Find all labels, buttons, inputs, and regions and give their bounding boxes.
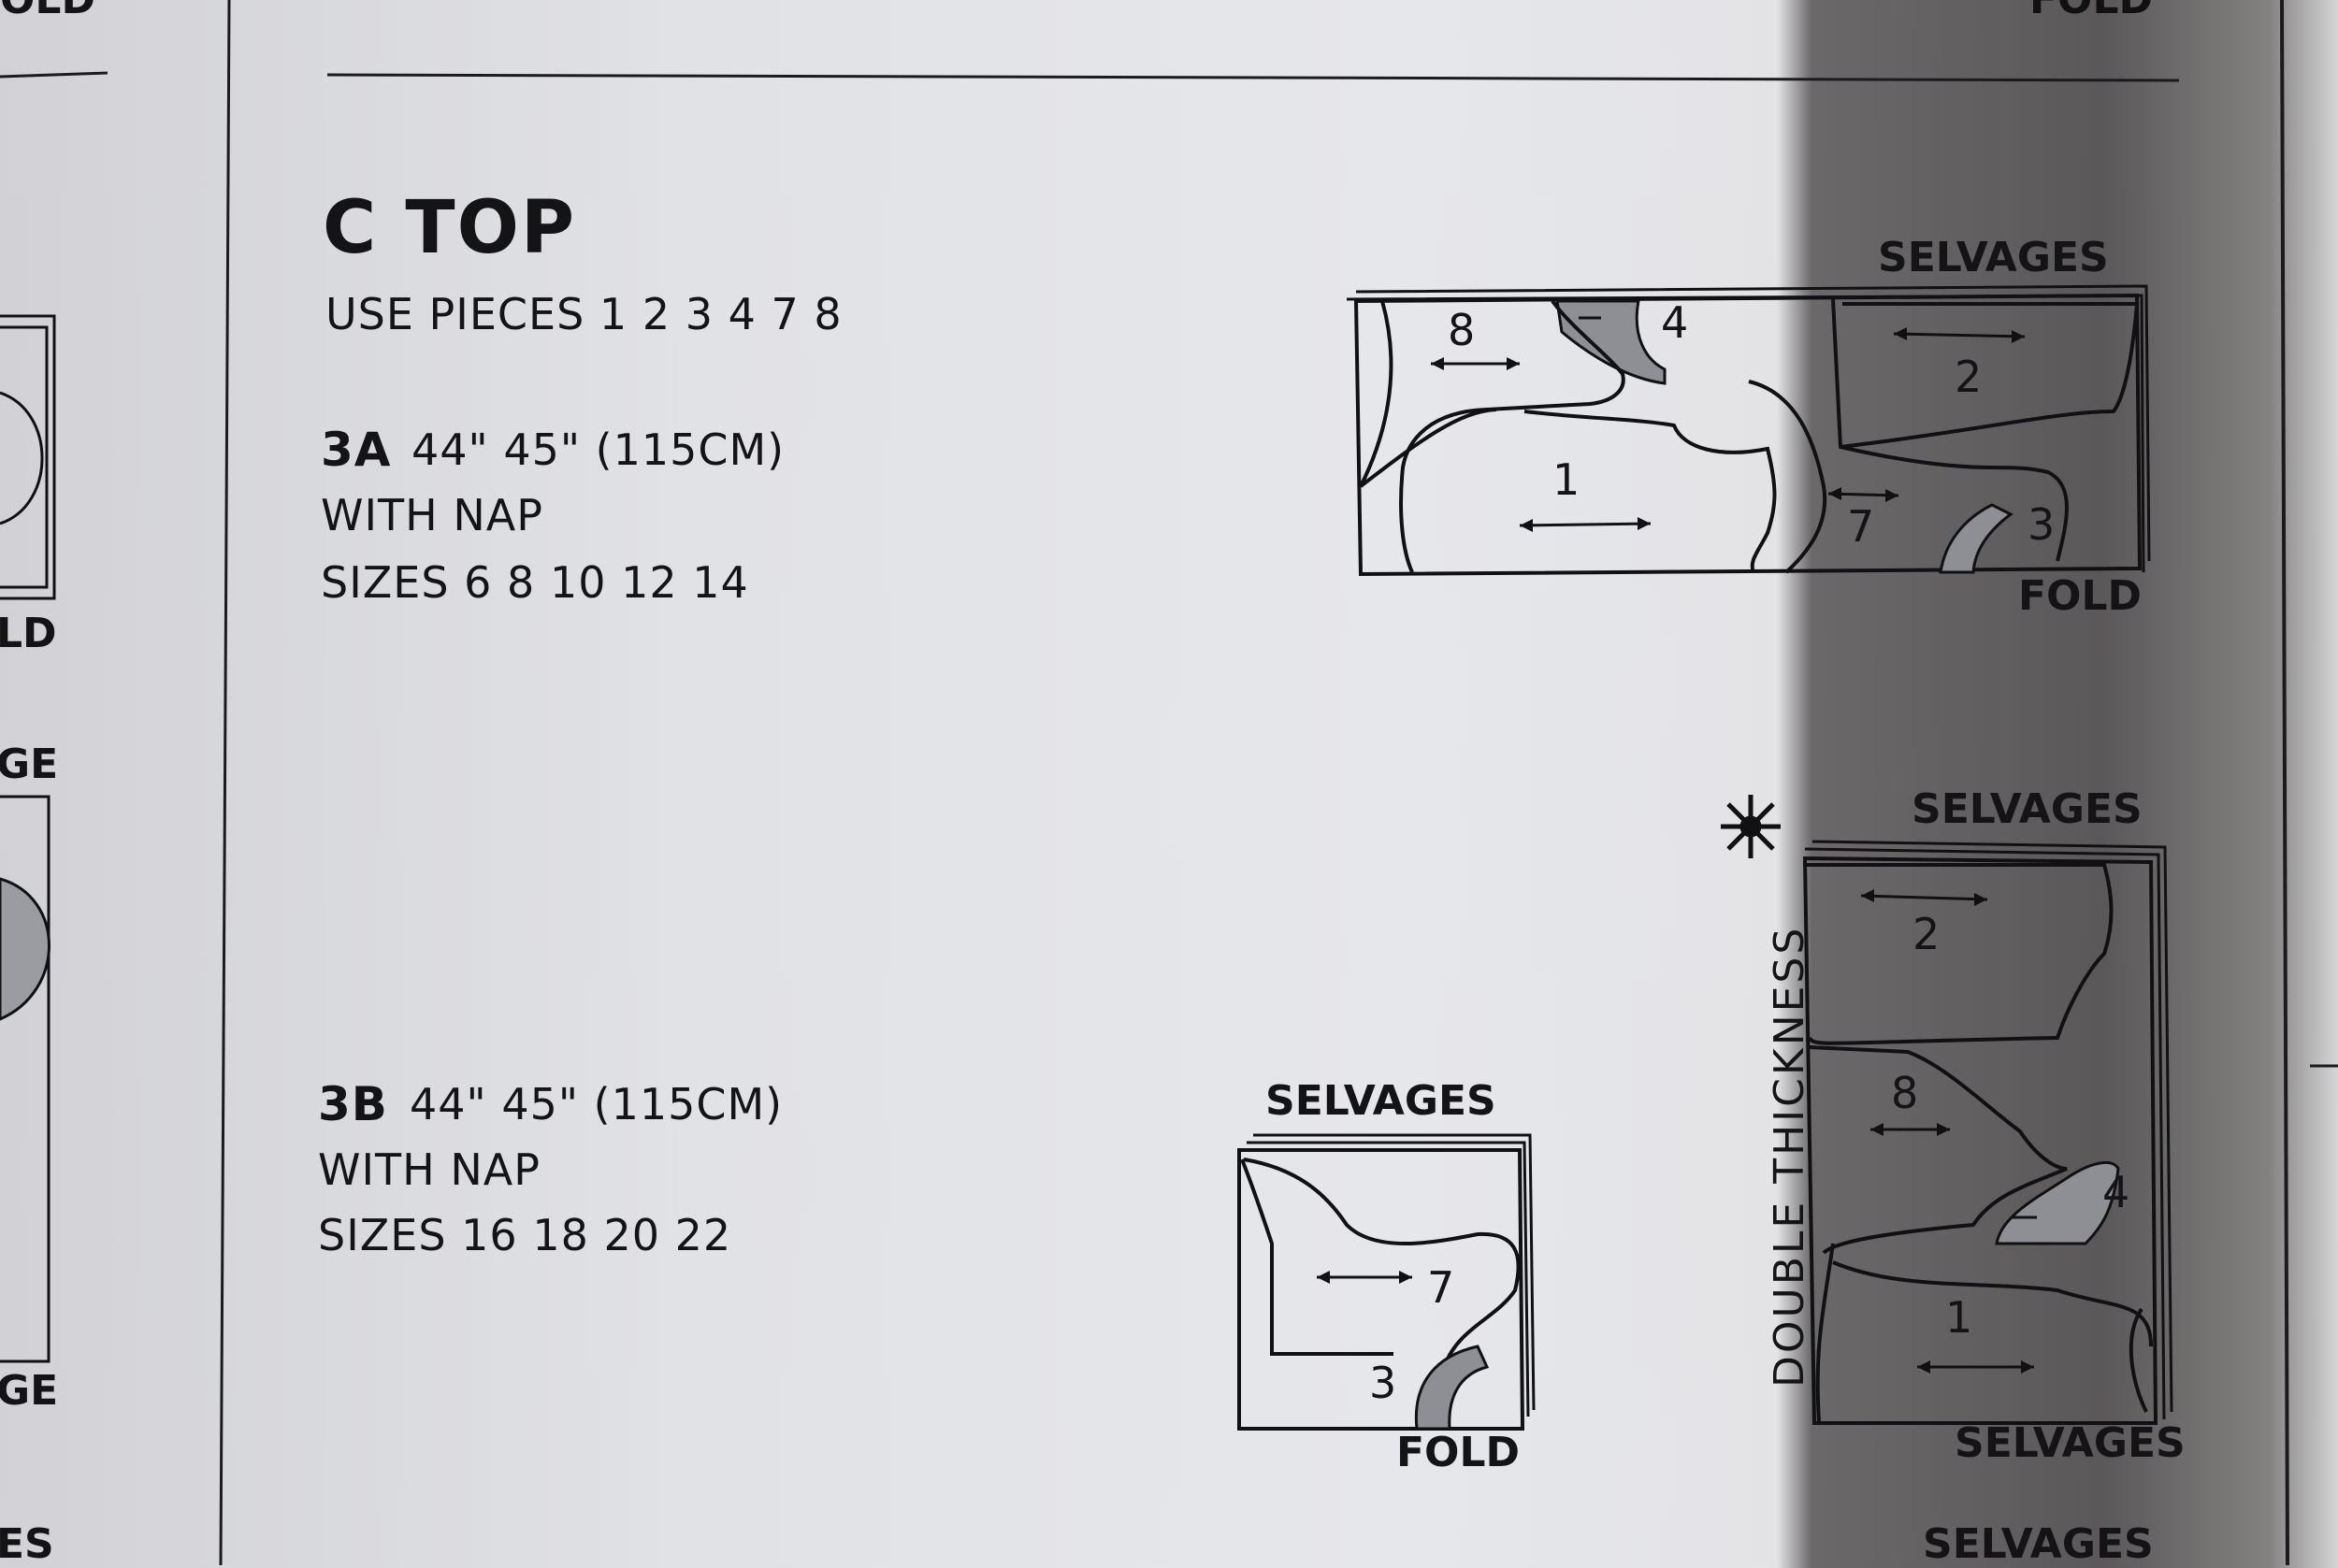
left-fragment-2: LD [0,610,57,657]
piece-double-1: 1 [1945,1292,1974,1343]
left-fragment-5: ES [0,1520,54,1568]
section-title: C TOP [323,186,577,270]
piece-3-shape [1939,503,2013,574]
left-fragment-diagrams [0,314,56,1363]
diagram-3a-selvages: SELVAGES [1878,234,2109,281]
diagram-double-selvages-top: SELVAGES [1912,785,2143,833]
left-fragment-4: GE [0,1367,59,1415]
left-fragment-3: GE [0,741,59,788]
diagram-double-selvages-bottom: SELVAGES [1955,1419,2186,1467]
piece-double-4: 4 [2102,1167,2131,1217]
double-thickness-label: DOUBLE THICKNESS [1766,925,1813,1388]
layout-3a-nap: WITH NAP [321,490,543,540]
piece-3a-2: 2 [1955,352,1984,402]
piece-double-8: 8 [1891,1068,1920,1118]
right-fragment-fold: FOLD [2029,0,2153,21]
layout-3a-width: 44" 45" (115CM) [411,424,786,475]
layout-3a-sizes: SIZES 6 8 10 12 14 [321,557,749,608]
piece-3a-8: 8 [1448,305,1477,355]
layout-3b-sizes: SIZES 16 18 20 22 [318,1210,732,1260]
layout-3b-code: 3B [318,1077,388,1131]
left-fragment-1: OLD [0,0,95,21]
use-pieces-line: USE PIECES 1 2 3 4 7 8 [325,289,843,339]
diagram-3a-fold: FOLD [2018,572,2143,620]
piece-double-2: 2 [1912,909,1941,959]
piece-double-4-shape [1995,1160,2120,1245]
asterisk-icon [1721,795,1781,858]
piece-3a-7: 7 [1847,501,1876,552]
piece-3b-3: 3 [1369,1358,1398,1408]
diagram-double-selvages-next: SELVAGES [1923,1520,2154,1568]
piece-3a-1: 1 [1552,454,1581,505]
piece-4-shape [1555,299,1667,385]
piece-3b-3-shape [1414,1345,1490,1431]
piece-3a-4: 4 [1661,297,1690,348]
piece-3a-3: 3 [2028,499,2057,550]
diagram-3b-selvages: SELVAGES [1265,1077,1496,1125]
layout-3a-code: 3A [321,423,392,477]
piece-3b-7: 7 [1427,1262,1456,1313]
layout-3b-nap: WITH NAP [318,1144,541,1195]
layout-3b-width: 44" 45" (115CM) [410,1079,784,1129]
diagram-3b-fold: FOLD [1396,1429,1521,1476]
